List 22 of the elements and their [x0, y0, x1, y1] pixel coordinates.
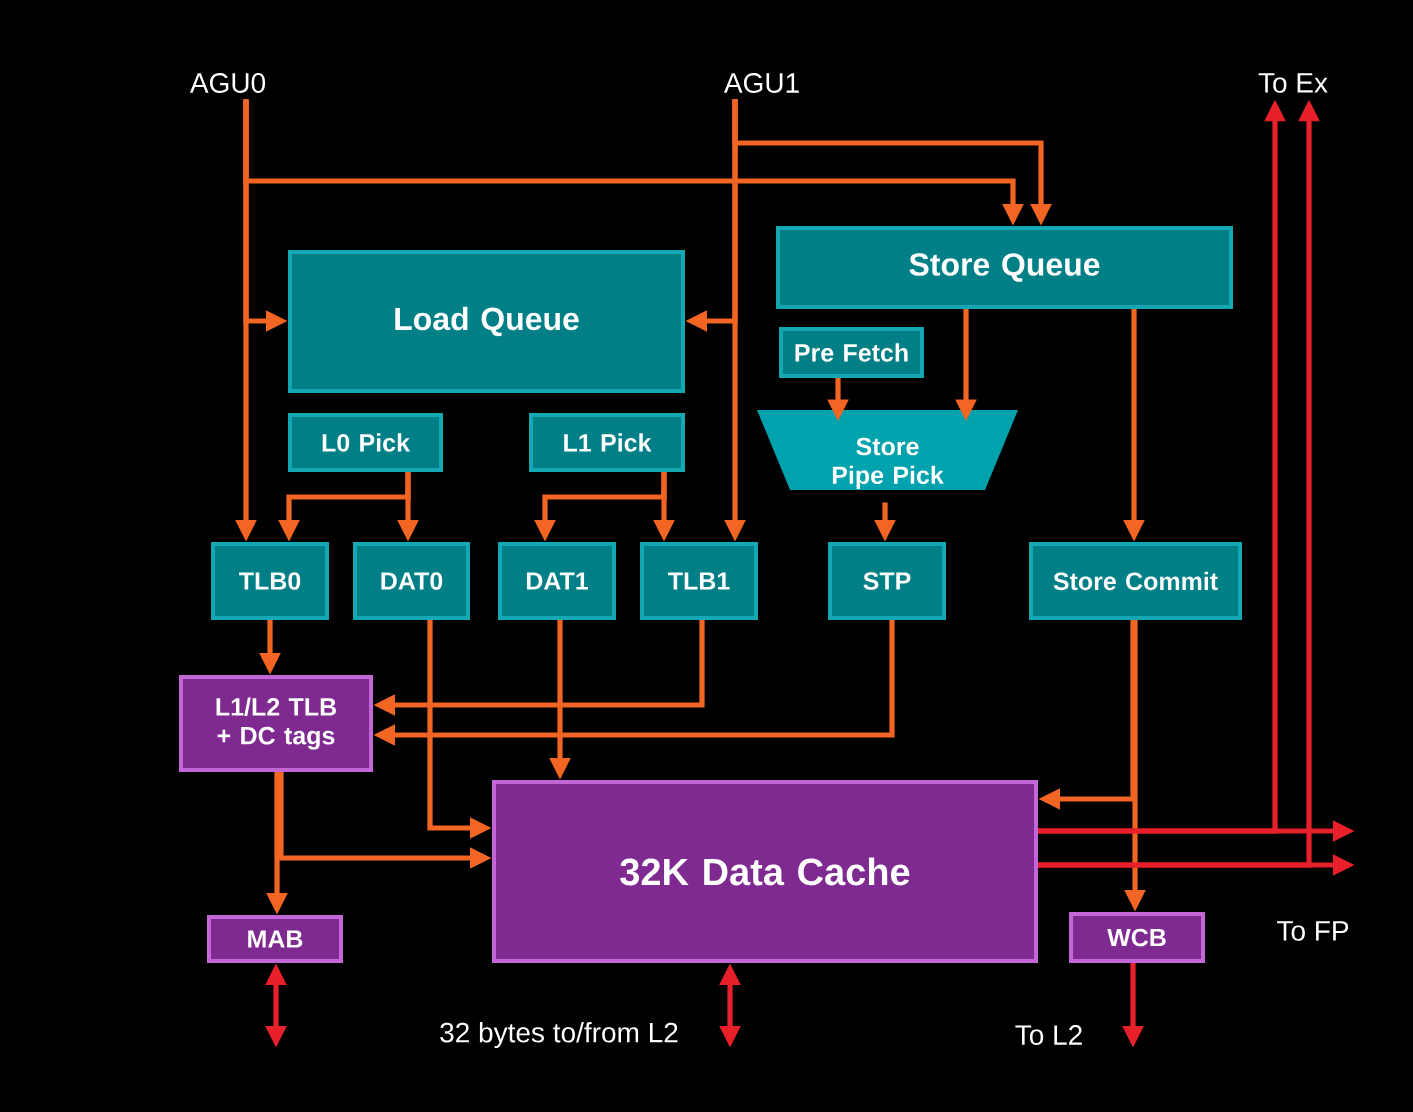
unit-box: TLB1 [640, 542, 758, 620]
unit-box: TLB0 [211, 542, 329, 620]
unit-box: DAT0 [353, 542, 470, 620]
unit-box: L0 Pick [288, 413, 443, 472]
port-label: To Ex [1258, 73, 1328, 93]
unit-box: MAB [207, 915, 343, 963]
port-label: 32 bytes to/from L2 [440, 1021, 678, 1049]
port-label: AGU1 [723, 73, 799, 93]
unit-box: Store Queue [776, 226, 1233, 309]
unit-box: DAT1 [498, 542, 616, 620]
port-label: To L2 [1015, 1025, 1082, 1045]
unit-box: WCB [1069, 912, 1205, 963]
trapezoid-box: Store Pipe Pick [757, 410, 1018, 490]
unit-box: 32K Data Cache [492, 780, 1038, 963]
unit-box: L1/L2 TLB + DC tags [179, 675, 373, 772]
port-label: To FP [1277, 921, 1349, 941]
unit-box: Store Commit [1029, 542, 1242, 620]
unit-box: STP [828, 542, 946, 620]
unit-box: Pre Fetch [779, 327, 924, 378]
unit-box: L1 Pick [529, 413, 685, 472]
port-label: AGU0 [189, 73, 266, 93]
unit-box: Load Queue [288, 250, 685, 393]
